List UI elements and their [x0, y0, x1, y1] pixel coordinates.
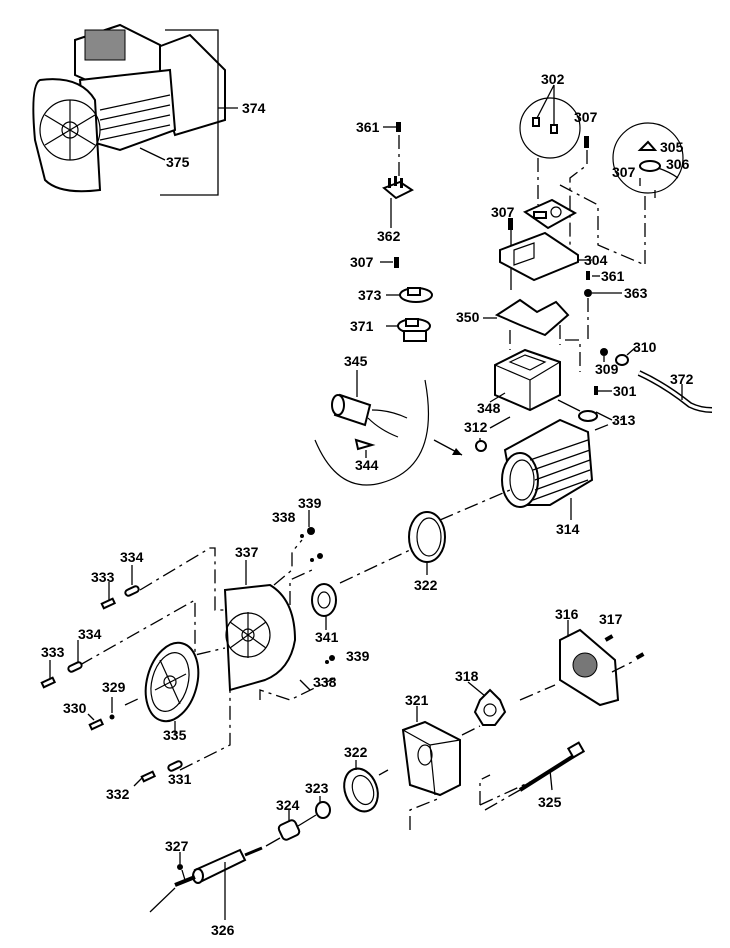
label-305: 305 [660, 139, 684, 155]
label-339: 339 [298, 495, 322, 511]
label-334: 334 [120, 549, 144, 565]
pump-end [149, 620, 645, 920]
label-372: 372 [670, 371, 694, 387]
label-330: 330 [63, 700, 87, 716]
label-361: 361 [356, 119, 380, 135]
capacitor-inset [314, 370, 463, 486]
label-333: 333 [91, 569, 115, 585]
label-301: 301 [613, 383, 637, 399]
label-302: 302 [541, 71, 565, 87]
label-307: 307 [491, 204, 515, 220]
label-322: 322 [344, 744, 368, 760]
label-307: 307 [350, 254, 374, 270]
label-338: 338 [313, 674, 337, 690]
label-375: 375 [166, 154, 190, 170]
label-318: 318 [455, 668, 479, 684]
label-310: 310 [633, 339, 657, 355]
label-306: 306 [666, 156, 690, 172]
label-344: 344 [355, 457, 379, 473]
label-338: 338 [272, 509, 296, 525]
label-362: 362 [377, 228, 401, 244]
cable-parts [557, 346, 713, 422]
label-307: 307 [574, 109, 598, 125]
terminal-parts [380, 122, 433, 342]
label-326: 326 [211, 922, 235, 938]
label-324: 324 [276, 797, 300, 813]
label-325: 325 [538, 794, 562, 810]
label-337: 337 [235, 544, 259, 560]
motor-flange [223, 510, 337, 701]
label-316: 316 [555, 606, 579, 622]
label-327: 327 [165, 838, 189, 854]
label-331: 331 [168, 771, 192, 787]
label-322: 322 [414, 577, 438, 593]
assembled-motor [32, 23, 238, 196]
label-348: 348 [477, 400, 501, 416]
label-339: 339 [346, 648, 370, 664]
label-341: 341 [315, 629, 339, 645]
label-307: 307 [612, 164, 636, 180]
label-373: 373 [358, 287, 382, 303]
label-335: 335 [163, 727, 187, 743]
label-350: 350 [456, 309, 480, 325]
label-374: 374 [242, 100, 266, 116]
terminal-box [483, 84, 684, 412]
label-323: 323 [305, 780, 329, 796]
label-363: 363 [624, 285, 648, 301]
label-312: 312 [464, 419, 488, 435]
label-345: 345 [344, 353, 368, 369]
label-313: 313 [612, 412, 636, 428]
label-361: 361 [601, 268, 625, 284]
label-334: 334 [78, 626, 102, 642]
label-304: 304 [584, 252, 608, 268]
label-314: 314 [556, 521, 580, 537]
label-371: 371 [350, 318, 374, 334]
seal-ring-upper [339, 511, 446, 584]
label-317: 317 [599, 611, 623, 627]
label-332: 332 [106, 786, 130, 802]
stator-housing [439, 416, 626, 521]
fasteners-left [40, 547, 231, 787]
label-309: 309 [595, 361, 619, 377]
label-321: 321 [405, 692, 429, 708]
label-333: 333 [41, 644, 65, 660]
label-329: 329 [102, 679, 126, 695]
